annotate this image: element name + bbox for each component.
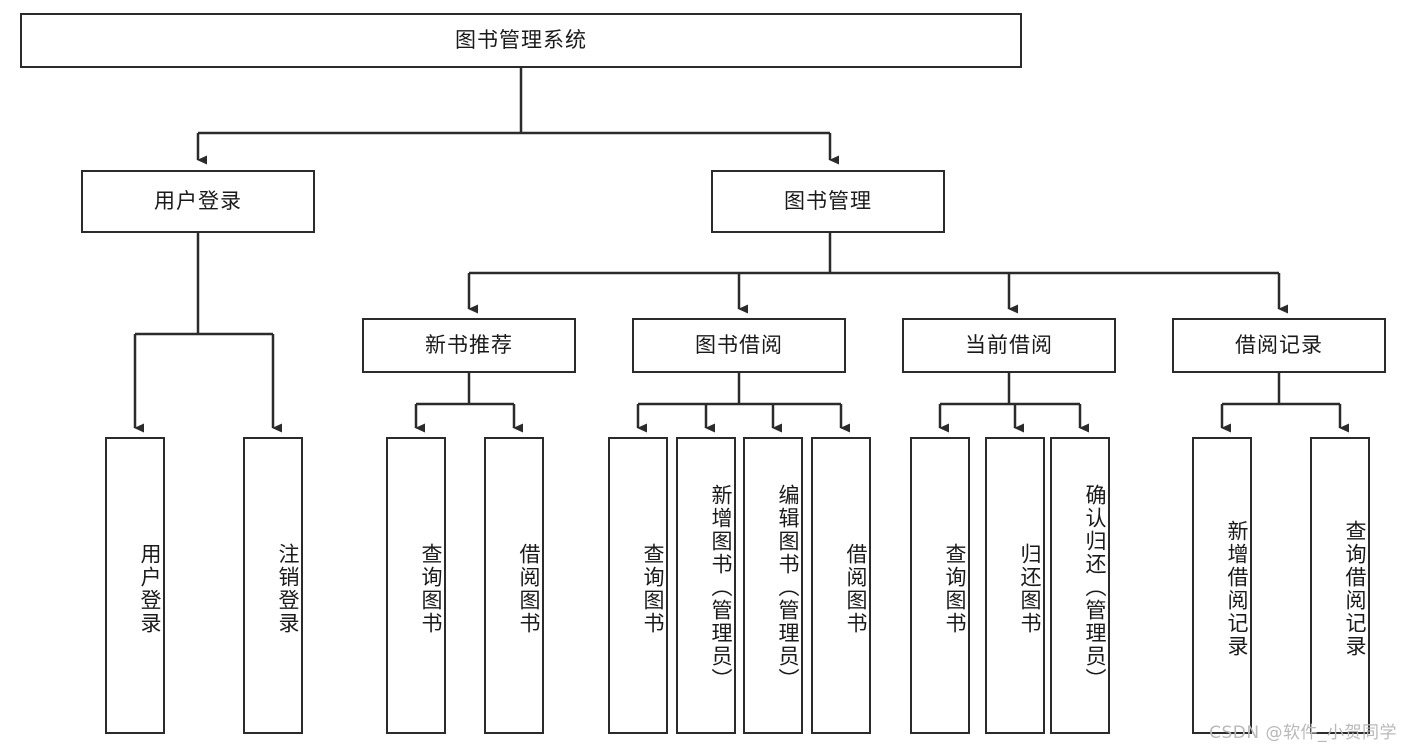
node-borrow-record[interactable]: 借阅记录: [1172, 318, 1386, 373]
node-book-borrow[interactable]: 图书借阅: [632, 318, 846, 373]
leaf-confirm-return-admin[interactable]: 确认归还（管理员）: [1050, 437, 1110, 734]
leaf-query-book-recommend[interactable]: 查询图书: [386, 437, 446, 734]
leaf-user-login[interactable]: 用户登录: [105, 437, 165, 734]
node-root[interactable]: 图书管理系统: [20, 13, 1022, 68]
node-book-manage[interactable]: 图书管理: [711, 170, 945, 233]
leaf-borrow-book-recommend[interactable]: 借阅图书: [484, 437, 544, 734]
node-current-borrow[interactable]: 当前借阅: [902, 318, 1116, 373]
leaf-query-borrow-record[interactable]: 查询借阅记录: [1310, 437, 1370, 734]
leaf-query-book-current[interactable]: 查询图书: [910, 437, 970, 734]
leaf-user-logout[interactable]: 注销登录: [243, 437, 303, 734]
node-new-book-recommend[interactable]: 新书推荐: [362, 318, 576, 373]
leaf-add-book-admin[interactable]: 新增图书（管理员）: [676, 437, 736, 734]
watermark-credit: CSDN @软件_小贺同学: [1209, 723, 1397, 743]
node-user-login[interactable]: 用户登录: [81, 170, 315, 233]
leaf-query-book-borrow[interactable]: 查询图书: [608, 437, 668, 734]
leaf-borrow-book[interactable]: 借阅图书: [811, 437, 871, 734]
leaf-add-borrow-record[interactable]: 新增借阅记录: [1192, 437, 1252, 734]
leaf-edit-book-admin[interactable]: 编辑图书（管理员）: [743, 437, 803, 734]
leaf-return-book[interactable]: 归还图书: [985, 437, 1045, 734]
